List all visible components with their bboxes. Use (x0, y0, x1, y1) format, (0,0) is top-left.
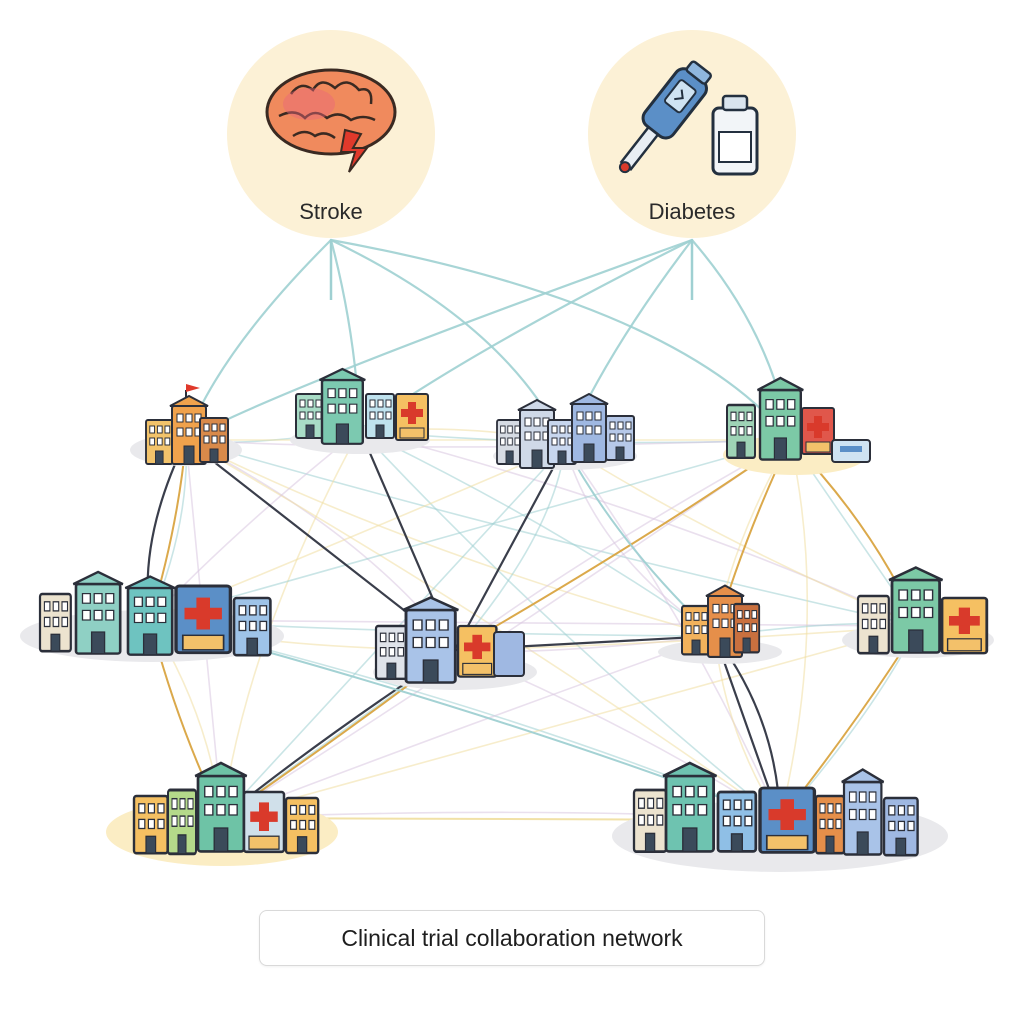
topic-node-stroke[interactable]: Stroke (227, 30, 435, 238)
hospital-building-icon (725, 376, 871, 463)
site-cluster-6[interactable] (373, 596, 537, 691)
topic-label-stroke: Stroke (299, 199, 363, 224)
site-cluster-9[interactable] (106, 761, 338, 866)
site-site-link (779, 439, 809, 821)
site-site-link (359, 429, 781, 821)
glucose-meter-icon (618, 60, 712, 174)
site-cluster-1[interactable] (130, 384, 242, 466)
topic-label-diabetes: Diabetes (649, 199, 736, 224)
site-cluster-4[interactable] (723, 376, 871, 475)
strong-site-link (453, 444, 567, 652)
insulin-vial-icon (711, 94, 759, 176)
diagram-caption-box: Clinical trial collaboration network (259, 910, 765, 966)
site-cluster-5[interactable] (20, 570, 284, 662)
collaboration-links (146, 238, 919, 822)
site-site-link (221, 625, 919, 819)
site-cluster-3[interactable] (493, 393, 637, 470)
hospital-building-icon (496, 393, 635, 469)
site-cluster-10[interactable] (612, 761, 948, 872)
brain-icon (265, 68, 397, 173)
site-site-link (359, 429, 716, 637)
site-site-link (359, 429, 919, 627)
topic-node-diabetes[interactable]: Diabetes (588, 30, 796, 238)
site-cluster-2[interactable] (290, 367, 430, 454)
hospital-building-icon (856, 566, 989, 655)
site-cluster-8[interactable] (842, 566, 994, 659)
diagram-caption: Clinical trial collaboration network (341, 924, 683, 951)
topic-site-link (184, 238, 694, 442)
site-site-link (149, 439, 791, 621)
site-site-link (185, 439, 716, 637)
hospital-building-icon (145, 384, 229, 465)
hospital-building-icon (680, 584, 761, 658)
hospital-building-icon (132, 761, 320, 856)
hospital-building-icon (374, 596, 525, 684)
topic-site-link (329, 238, 792, 442)
site-cluster-7[interactable] (658, 584, 782, 665)
